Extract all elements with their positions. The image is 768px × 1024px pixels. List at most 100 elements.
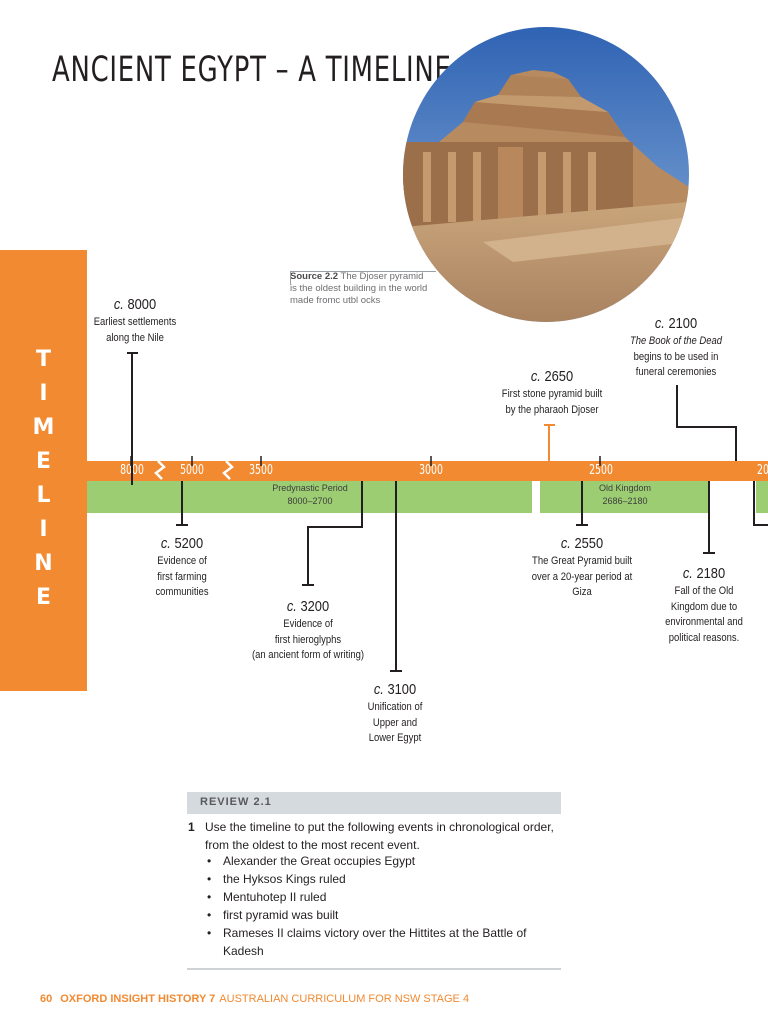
event-year: 2550	[574, 535, 604, 552]
event-text: environmental and	[665, 616, 743, 628]
event-text: by the pharaoh Djoser	[505, 403, 599, 416]
event-2550: c. 2550 The Great Pyramid built over a 2…	[518, 534, 645, 601]
event-circa: c.	[286, 598, 297, 615]
sidebar-letter: E	[35, 449, 52, 474]
scale-label: 2500	[589, 463, 613, 478]
scale-label: 3000	[419, 463, 443, 478]
event-text: funeral ceremonies	[635, 366, 717, 378]
event-text: first hieroglyphs	[274, 633, 342, 646]
event-text: Upper and	[372, 716, 418, 729]
footer-brand: OXFORD INSIGHT HISTORY 7	[60, 993, 216, 1005]
event-2180: c. 2180 Fall of the Old Kingdom due to e…	[649, 564, 759, 646]
sidebar-letter: N	[34, 551, 53, 576]
event-text: Lower Egypt	[368, 732, 422, 744]
sidebar-letter: M	[32, 415, 55, 440]
event-year: 2180	[696, 565, 726, 582]
djoser-pyramid-photo	[403, 27, 689, 322]
event-year: 2650	[544, 368, 574, 385]
scale-label: 3500	[249, 463, 273, 478]
event-text: Kingdom due to	[670, 600, 738, 613]
event-text: The Great Pyramid built	[532, 555, 632, 567]
event-text: The Book of the Dead	[629, 335, 723, 347]
sidebar-letter: L	[36, 483, 51, 508]
event-text: Evidence of	[283, 618, 333, 630]
period-predynastic-label: Predynastic Period 8000–2700	[255, 482, 365, 508]
event-text: Giza	[572, 586, 592, 598]
footer-subtitle: AUSTRALIAN CURRICULUM FOR NSW STAGE 4	[219, 993, 470, 1005]
event-circa: c.	[160, 535, 171, 552]
list-item-text: Alexander the Great occupies Egypt	[223, 854, 416, 868]
timeline-sidebar: T I M E L I N E	[0, 250, 87, 691]
sidebar-letter: E	[35, 585, 52, 610]
event-year: 8000	[127, 296, 157, 313]
review-heading-box: REVIEW 2.1	[187, 792, 561, 814]
period-dates: 8000–2700	[287, 496, 333, 506]
list-item-text: the Hyksos Kings ruled	[223, 872, 346, 886]
sidebar-letter: I	[39, 381, 48, 406]
event-2650: c. 2650 First stone pyramid built by the…	[492, 367, 612, 418]
review-heading: REVIEW 2.1	[200, 796, 272, 808]
period-dates: 2686–2180	[602, 496, 648, 506]
event-circa: c.	[560, 535, 571, 552]
event-text: (an ancient form of writing)	[252, 649, 364, 661]
event-5200: c. 5200 Evidence of first farming commun…	[126, 534, 238, 601]
list-item: •first pyramid was built	[207, 908, 339, 922]
event-circa: c.	[682, 565, 693, 582]
question-text: Use the timeline to put the following ev…	[205, 820, 554, 852]
question-number: 1	[188, 820, 195, 834]
event-8000: c. 8000 Earliest settlements along the N…	[79, 295, 191, 346]
event-circa: c.	[530, 368, 541, 385]
list-item: •Mentuhotep II ruled	[207, 890, 327, 904]
list-item-text: Mentuhotep II ruled	[223, 890, 327, 904]
list-item: •Alexander the Great occupies Egypt	[207, 854, 416, 868]
scale-label: 5000	[180, 463, 204, 478]
list-item: •the Hyksos Kings ruled	[207, 872, 346, 886]
source-label: Source 2.2	[290, 271, 339, 282]
timeline-bar	[87, 461, 768, 481]
source-bracket	[290, 271, 291, 285]
sidebar-letter: T	[35, 347, 51, 372]
question-list: •Alexander the Great occupies Egypt •the…	[205, 852, 570, 960]
period-predynastic	[87, 481, 532, 513]
event-2100: c. 2100 The Book of the Dead begins to b…	[618, 314, 735, 381]
sidebar-letter: I	[39, 517, 48, 542]
scale-label: 20	[757, 463, 768, 478]
page-number: 60	[40, 993, 53, 1005]
source-caption: Source 2.2 The Djoser pyramid is the old…	[290, 271, 430, 307]
source-text: The Djoser pyramid is the oldest buildin…	[290, 271, 428, 306]
event-year: 3200	[300, 598, 330, 615]
event-text: along the Nile	[106, 331, 164, 344]
event-3100: c. 3100 Unification of Upper and Lower E…	[338, 680, 452, 747]
period-name: Predynastic Period	[272, 483, 348, 493]
period-next	[756, 481, 768, 513]
page-title: ANCIENT EGYPT – A TIMELINE	[52, 50, 452, 90]
event-text: First stone pyramid built	[501, 388, 603, 400]
event-year: 2100	[668, 315, 698, 332]
event-text: communities	[155, 586, 209, 598]
event-text: Evidence of	[157, 555, 207, 567]
event-text: Earliest settlements	[93, 316, 177, 328]
review-divider	[187, 968, 561, 970]
event-year: 5200	[174, 535, 204, 552]
event-text: begins to be used in	[633, 350, 719, 363]
scale-break-icon	[154, 460, 234, 480]
list-item: •Rameses II claims victory over the Hitt…	[207, 926, 527, 958]
period-old-kingdom	[540, 481, 710, 513]
event-circa: c.	[654, 315, 665, 332]
event-text: Unification of	[367, 701, 423, 713]
list-item-text: first pyramid was built	[223, 908, 339, 922]
event-text: first farming	[157, 570, 207, 583]
event-text: Fall of the Old	[674, 585, 734, 597]
event-circa: c.	[373, 681, 384, 698]
period-name: Old Kingdom	[598, 483, 652, 493]
event-text: political reasons.	[668, 631, 740, 644]
period-old-kingdom-label: Old Kingdom 2686–2180	[570, 482, 680, 508]
event-circa: c.	[113, 296, 124, 313]
event-year: 3100	[387, 681, 417, 698]
source-bracket	[290, 271, 436, 272]
event-3200: c. 3200 Evidence of first hieroglyphs (a…	[247, 597, 369, 664]
event-text: over a 20-year period at	[531, 570, 633, 583]
list-item-text: Rameses II claims victory over the Hitti…	[223, 926, 527, 958]
